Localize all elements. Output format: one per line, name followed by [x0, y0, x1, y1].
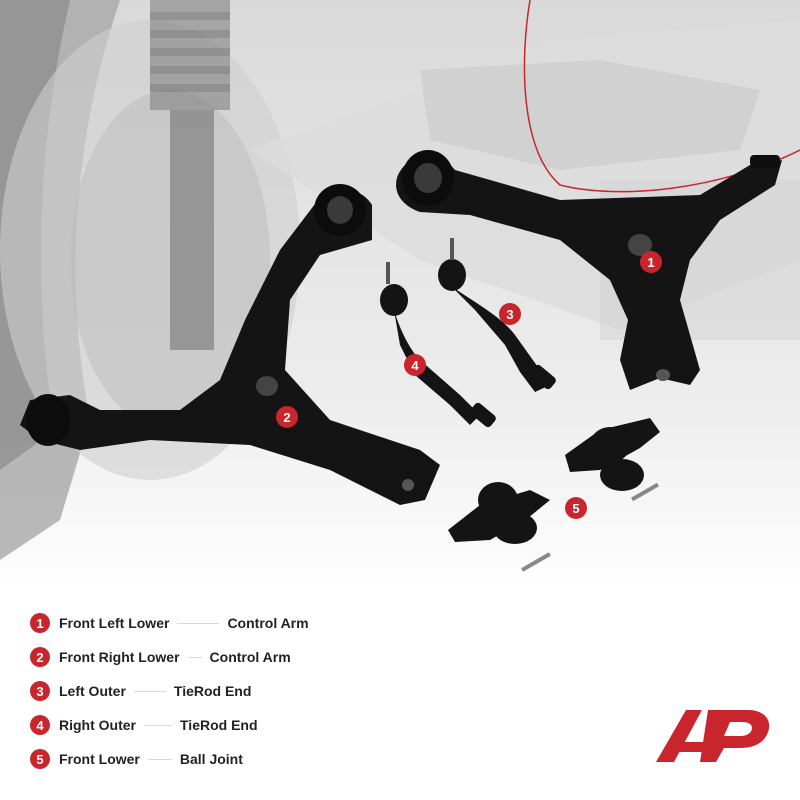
legend-divider: [133, 690, 166, 692]
callout-3: 3: [499, 303, 521, 325]
brand-logo-icon: [656, 710, 770, 762]
legend-position: Front Right Lower: [59, 649, 180, 665]
legend-row: 3 Left Outer TieRod End: [30, 674, 450, 708]
ball-joint-right: [565, 418, 660, 502]
callout-5: 5: [565, 497, 587, 519]
legend-row: 1 Front Left Lower Control Arm: [30, 606, 450, 640]
tie-rod-left-outer: [438, 238, 556, 392]
legend-part: TieRod End: [173, 683, 252, 699]
legend-position: Front Lower: [59, 751, 140, 767]
legend-number-badge: 2: [30, 647, 50, 667]
legend-row: 2 Front Right Lower Control Arm: [30, 640, 450, 674]
control-arm-front-left: [396, 150, 782, 390]
tie-rod-right-outer: [380, 262, 496, 428]
legend-position: Left Outer: [59, 683, 126, 699]
legend-number-badge: 3: [30, 681, 50, 701]
legend-part: Control Arm: [209, 649, 291, 665]
legend-part: TieRod End: [180, 717, 258, 733]
callout-2: 2: [276, 406, 298, 428]
ball-joint-left: [448, 482, 551, 572]
legend-divider: [187, 656, 202, 658]
legend-divider: [144, 724, 172, 726]
parts-legend: 1 Front Left Lower Control Arm 2 Front R…: [30, 606, 450, 776]
legend-part: Control Arm: [227, 615, 309, 631]
legend-number-badge: 1: [30, 613, 50, 633]
legend-number-badge: 4: [30, 715, 50, 735]
legend-number-badge: 5: [30, 749, 50, 769]
product-scene: 1 2 3 4 5: [0, 0, 800, 590]
legend-divider: [147, 758, 172, 760]
callout-1: 1: [640, 251, 662, 273]
legend-position: Right Outer: [59, 717, 136, 733]
legend-row: 5 Front Lower Ball Joint: [30, 742, 450, 776]
control-arm-front-right: [20, 184, 440, 505]
callout-4: 4: [404, 354, 426, 376]
parts-illustration: [20, 150, 782, 572]
legend-row: 4 Right Outer TieRod End: [30, 708, 450, 742]
legend-position: Front Left Lower: [59, 615, 170, 631]
legend-divider: [177, 622, 220, 624]
legend-part: Ball Joint: [179, 751, 243, 767]
